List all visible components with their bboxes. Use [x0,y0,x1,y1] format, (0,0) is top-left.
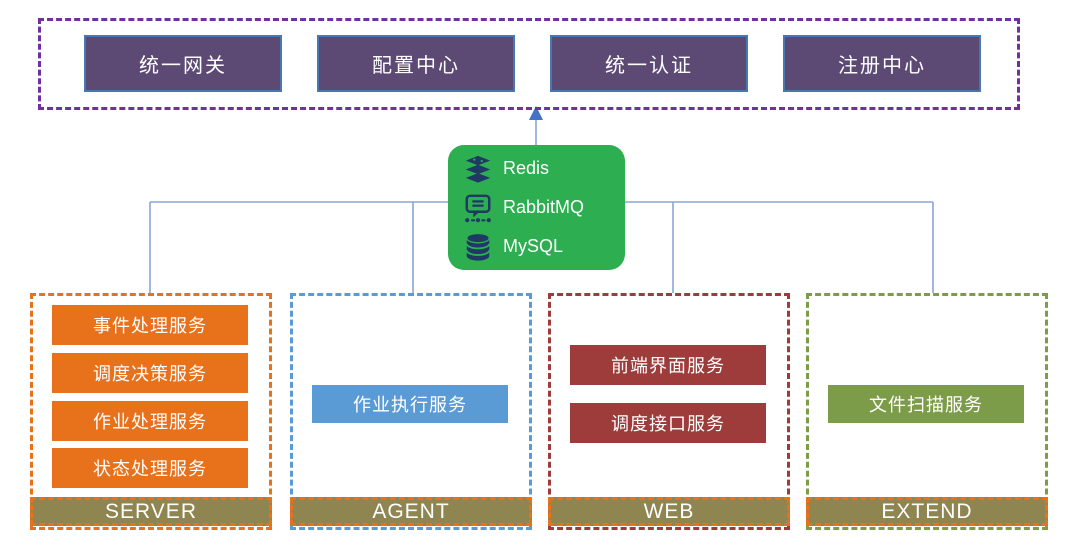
service-box: 调度接口服务 [570,403,766,443]
middleware-label: MySQL [503,236,564,256]
service-box: 作业处理服务 [52,401,248,441]
platform-box-config: 配置中心 [317,35,515,92]
rabbitmq-icon [463,193,493,223]
platform-box-auth: 统一认证 [550,35,748,92]
service-box: 调度决策服务 [52,353,248,393]
service-box: 作业执行服务 [312,385,508,423]
middleware-item-mysql: MySQL [463,232,625,262]
service-box: 前端界面服务 [570,345,766,385]
middleware-item-redis: Redis [463,154,625,184]
group-label-agent: AGENT [290,497,532,526]
middleware-label: Redis [503,158,550,178]
mysql-icon [463,232,493,262]
middleware-label: RabbitMQ [503,197,585,217]
middleware-item-rabbitmq: RabbitMQ [463,193,625,223]
redis-icon [463,154,493,184]
group-web: 前端界面服务 调度接口服务 [548,293,790,530]
group-label-extend: EXTEND [806,497,1048,526]
group-extend: 文件扫描服务 [806,293,1048,530]
group-agent: 作业执行服务 [290,293,532,530]
service-box: 事件处理服务 [52,305,248,345]
group-label-server: SERVER [30,497,272,526]
platform-box-gateway: 统一网关 [84,35,282,92]
group-server: 事件处理服务 调度决策服务 作业处理服务 状态处理服务 [30,293,272,530]
platform-box-registry: 注册中心 [783,35,981,92]
platform-group: 统一网关 配置中心 统一认证 注册中心 [38,18,1020,110]
service-box: 文件扫描服务 [828,385,1024,423]
up-arrowhead-icon [529,106,543,120]
group-label-web: WEB [548,497,790,526]
service-box: 状态处理服务 [52,448,248,488]
middleware-box: Redis RabbitMQ [448,145,625,270]
